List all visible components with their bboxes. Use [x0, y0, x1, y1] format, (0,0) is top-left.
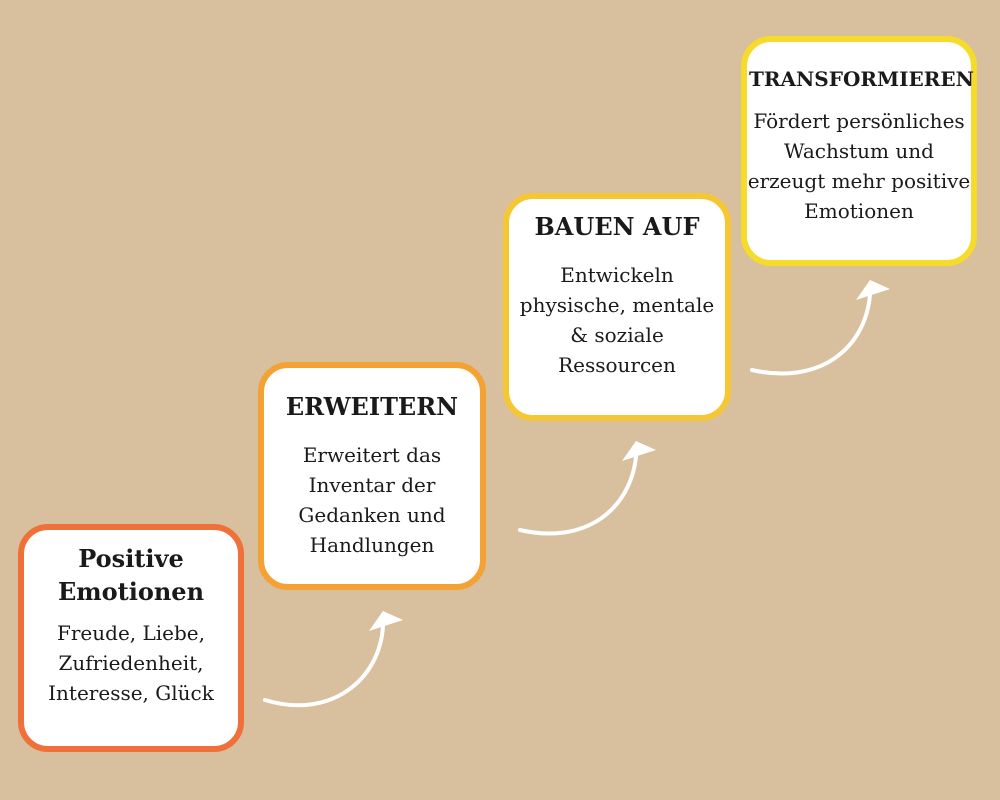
- step-title: BAUEN AUF: [534, 212, 700, 241]
- step-box-positive-emotions: Positive Emotionen Freude, Liebe, Zufrie…: [18, 524, 244, 752]
- step-box-build: BAUEN AUF Entwickeln physische, mentale …: [503, 193, 731, 421]
- step-description: Entwickeln physische, mentale & soziale …: [519, 263, 715, 377]
- step-title: TRANSFORMIEREN: [749, 67, 974, 91]
- arrow-head-3: [856, 280, 890, 300]
- step-title: ERWEITERN: [285, 392, 459, 421]
- arrow-head-2: [622, 441, 656, 461]
- arrow-curve-3: [750, 293, 872, 376]
- arrow-curve-2: [518, 455, 638, 536]
- arrow-curve-1: [263, 624, 385, 708]
- step-description: Freude, Liebe, Zufriedenheit, Interesse,…: [48, 621, 214, 705]
- step-description: Erweitert das Inventar der Gedanken und …: [298, 443, 446, 557]
- step-description: Fördert persönliches Wachstum und erzeug…: [747, 109, 971, 223]
- step-box-broaden: ERWEITERN Erweitert das Inventar der Ged…: [258, 362, 486, 590]
- arrow-head-1: [369, 611, 403, 631]
- step-box-transform: TRANSFORMIEREN Fördert persönliches Wach…: [741, 36, 977, 266]
- step-title: Positive Emotionen: [57, 544, 205, 606]
